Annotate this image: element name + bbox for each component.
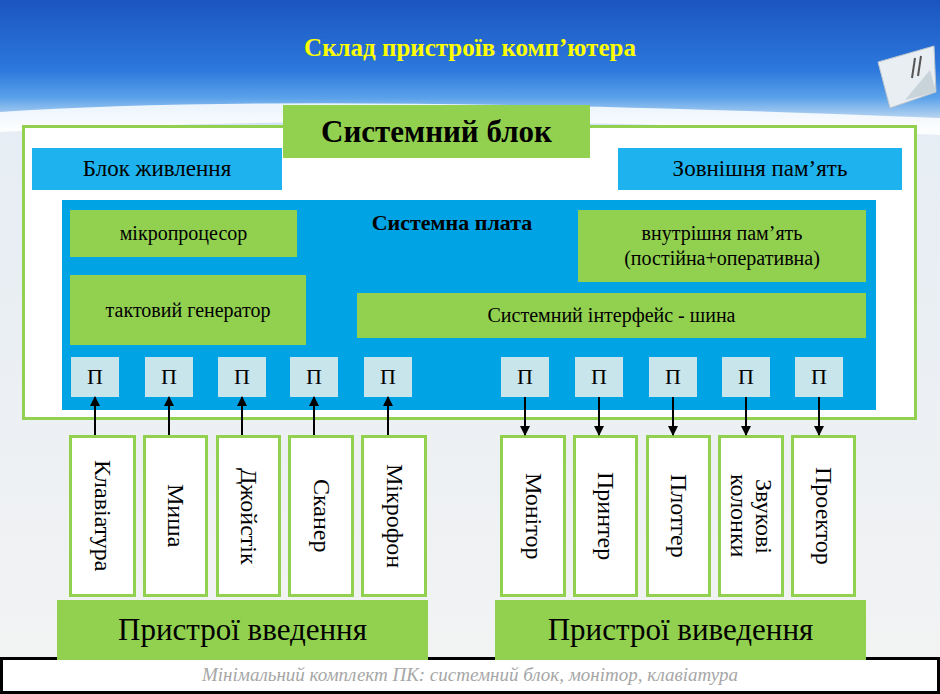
- component-box: внутрішня пам’ять (постійна+оперативна): [578, 210, 866, 282]
- box-label: Проектор: [811, 467, 836, 565]
- unit-box: Зовнішня пам’ять: [618, 148, 902, 190]
- port-box: П: [722, 357, 770, 397]
- device-box: Звукові колонки: [718, 435, 784, 597]
- box-label: Принтер: [593, 472, 618, 560]
- box-label: П: [591, 364, 607, 390]
- box-label: П: [665, 364, 681, 390]
- device-box: Проектор: [791, 435, 856, 597]
- box-label: Клавіатура: [90, 460, 115, 572]
- port-box: П: [795, 357, 843, 397]
- box-label: внутрішня пам’ять (постійна+оперативна): [578, 221, 866, 271]
- device-group-box: Пристрої виведення: [495, 600, 866, 660]
- box-label: Миша: [163, 484, 188, 547]
- box-label: Джойстік: [236, 468, 261, 565]
- box-label: П: [738, 364, 754, 390]
- device-box: Джойстік: [216, 435, 281, 597]
- page-curl-icon: [878, 46, 936, 108]
- device-group-box: Пристрої введення: [57, 600, 428, 660]
- box-label: мікропроцесор: [114, 221, 254, 246]
- device-box: Мікрофон: [361, 435, 427, 597]
- component-box: мікропроцесор: [70, 210, 297, 257]
- box-label: Сканер: [308, 479, 333, 552]
- slide-title: Склад пристроїв комп’ютера: [0, 34, 940, 62]
- device-box: Клавіатура: [69, 435, 136, 597]
- device-box: Монітор: [500, 435, 566, 597]
- box-label: Системний блок: [283, 105, 590, 158]
- port-box: П: [575, 357, 623, 397]
- port-box: П: [71, 357, 119, 397]
- port-box: П: [290, 357, 338, 397]
- port-box: П: [145, 357, 193, 397]
- box-label: Звукові колонки: [726, 440, 776, 592]
- box-label: П: [234, 364, 250, 390]
- port-box: П: [501, 357, 549, 397]
- box-label: Системний інтерфейс - шина: [482, 303, 742, 328]
- box-label: П: [87, 364, 103, 390]
- port-box: П: [649, 357, 697, 397]
- box-label: П: [517, 364, 533, 390]
- box-label: П: [161, 364, 177, 390]
- box-label: Монітор: [520, 473, 545, 559]
- component-box: тактовий генератор: [70, 275, 306, 345]
- box-label: П: [306, 364, 322, 390]
- box-label: Пристрої введення: [118, 612, 367, 648]
- device-box: Принтер: [573, 435, 638, 597]
- box-label: тактовий генератор: [100, 298, 277, 323]
- motherboard-box: Системна плата мікропроцесор внутрішня пам…: [62, 200, 876, 410]
- caption-note: Мінімальний комплект ПК: системний блок,…: [0, 657, 940, 694]
- device-box: Плотгер: [646, 435, 711, 597]
- box-label: П: [811, 364, 827, 390]
- system-unit-box: Системний блокБлок живленняЗовнішня пам’…: [22, 125, 917, 420]
- component-box: Системний інтерфейс - шина: [357, 293, 866, 338]
- box-label: Блок живлення: [83, 156, 231, 182]
- device-box: Миша: [143, 435, 208, 597]
- box-label: Зовнішня пам’ять: [673, 156, 848, 182]
- device-box: Сканер: [288, 435, 354, 597]
- port-box: П: [364, 357, 412, 397]
- unit-box: Блок живлення: [32, 148, 282, 190]
- box-label: Пристрої виведення: [548, 612, 814, 648]
- box-label: Мікрофон: [381, 464, 406, 568]
- box-label: П: [380, 364, 396, 390]
- port-box: П: [218, 357, 266, 397]
- box-label: Плотгер: [666, 474, 691, 558]
- box-label: Системна плата: [312, 210, 592, 236]
